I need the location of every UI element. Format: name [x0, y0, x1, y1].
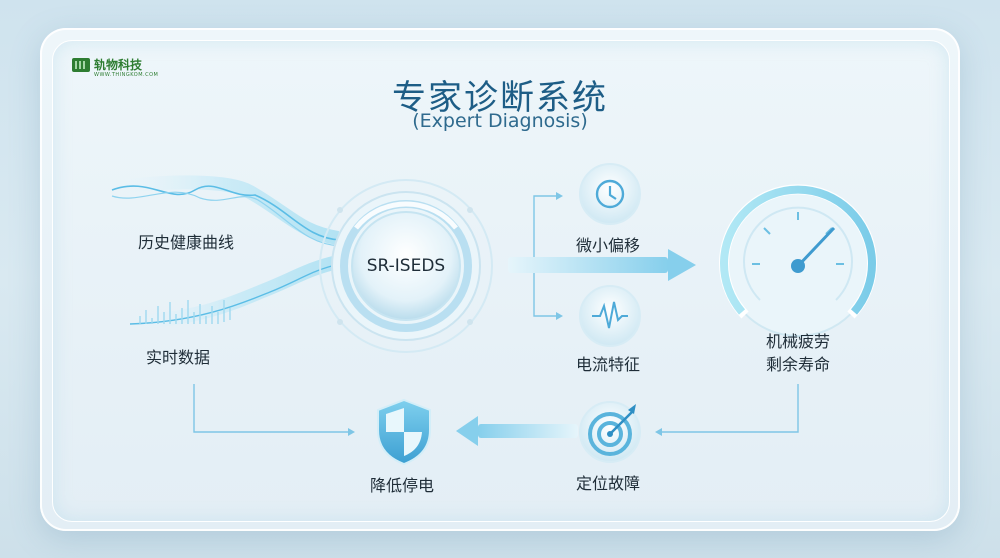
output-fatigue-label-2: 剩余寿命	[766, 355, 831, 374]
logo-url: WWW.THINGKOM.COM	[94, 72, 159, 78]
clock-icon	[579, 163, 641, 225]
core-label: SR-ISEDS	[366, 256, 446, 276]
output-reduce-outage-label: 降低停电	[370, 476, 435, 495]
waveform-icon	[579, 285, 641, 347]
gauge-icon	[719, 184, 877, 337]
feature-drift-label: 微小偏移	[576, 236, 641, 255]
inner-frame	[52, 40, 950, 522]
feature-connectors	[508, 192, 563, 320]
input-realtime-label: 实时数据	[146, 348, 211, 367]
logo-name: 轨物科技	[94, 58, 143, 72]
page-title: 专家诊断系统	[392, 78, 608, 118]
realtime-to-reduce-connector	[193, 384, 355, 436]
page-subtitle: (Expert Diagnosis)	[412, 110, 588, 132]
core-node	[319, 179, 493, 353]
history-curve-ribbon	[109, 175, 341, 247]
target-icon	[579, 401, 641, 463]
output-fatigue-label-1: 机械疲劳	[766, 332, 831, 351]
locate-to-reduce-arrow	[456, 416, 578, 446]
gauge-to-locate-connector	[655, 384, 799, 436]
shield-icon	[377, 398, 431, 466]
input-history-label: 历史健康曲线	[138, 233, 235, 252]
feature-current-label: 电流特征	[576, 355, 641, 374]
realtime-data-ribbon	[129, 255, 341, 329]
main-flow-arrow	[508, 249, 696, 281]
logo-icon	[72, 57, 90, 72]
company-logo: 轨物科技	[72, 56, 142, 73]
output-locate-label: 定位故障	[576, 474, 641, 493]
